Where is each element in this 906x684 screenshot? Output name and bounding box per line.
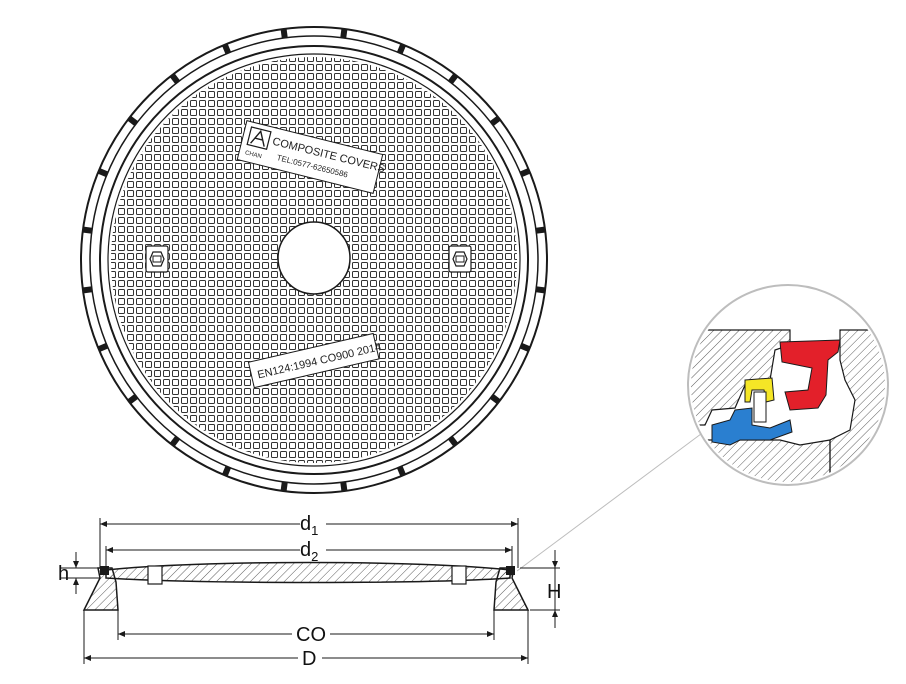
logo-caption: CHAN	[244, 150, 262, 160]
red-seal	[779, 339, 841, 411]
center-hole	[277, 221, 351, 295]
dim-d1-label: d1	[300, 513, 318, 538]
frame-lug	[280, 28, 288, 39]
yellow-insert	[744, 377, 775, 403]
cover-section-view	[82, 561, 530, 611]
frame-lug	[126, 115, 139, 127]
bolt-right-section	[451, 565, 467, 585]
dimension-lines	[60, 518, 560, 664]
frame-lug	[535, 286, 546, 294]
frame-lug	[340, 481, 348, 492]
frame-lug	[489, 393, 502, 405]
frame-lug	[519, 342, 531, 353]
dim-h-large-label: H	[547, 581, 561, 603]
seal-left-section	[100, 566, 109, 575]
dim-d-outer-label: D	[302, 648, 316, 670]
frame-lug	[169, 435, 181, 448]
frame-lug	[519, 167, 531, 178]
frame-lug	[280, 481, 288, 492]
dimension-labels: d1 d2 CO D h H	[58, 513, 561, 670]
frame-lug	[82, 286, 93, 294]
detail-leader-line	[516, 424, 714, 572]
logo-icon	[246, 126, 272, 150]
frame-lug	[82, 226, 93, 234]
dim-h-small-label: h	[58, 563, 69, 585]
cover-body-section	[105, 561, 511, 584]
frame-lug	[489, 115, 502, 127]
blue-gasket	[711, 407, 793, 446]
frame-lug	[340, 28, 348, 39]
frame-lug	[396, 43, 407, 55]
seal-right-section	[506, 566, 515, 575]
bolt-left-icon	[145, 245, 169, 273]
frame-lug	[169, 72, 181, 85]
frame-lug	[535, 226, 546, 234]
frame-lug	[126, 393, 139, 405]
frame-lug	[97, 342, 109, 353]
brand-plate: CHAN COMPOSITE COVERS TEL:0577-62650586	[236, 120, 386, 194]
frame-lug	[396, 465, 407, 477]
frame-lug	[447, 72, 459, 85]
cover-top-view: CHAN COMPOSITE COVERS TEL:0577-62650586 …	[80, 26, 548, 494]
frame-lug	[97, 167, 109, 178]
frame-lugs	[82, 28, 546, 492]
frame-lug	[221, 43, 232, 55]
frame-lug	[447, 435, 459, 448]
bolt-right-icon	[448, 245, 472, 273]
frame-lug	[221, 465, 232, 477]
dim-co-label: CO	[296, 624, 326, 646]
cover-rim-inner	[107, 53, 521, 467]
dim-d2-label: d2	[300, 539, 318, 564]
seal-detail-view	[516, 284, 889, 572]
cover-rim	[99, 45, 529, 475]
bolt-left-section	[147, 565, 163, 585]
frame-ring-inner	[89, 35, 539, 485]
